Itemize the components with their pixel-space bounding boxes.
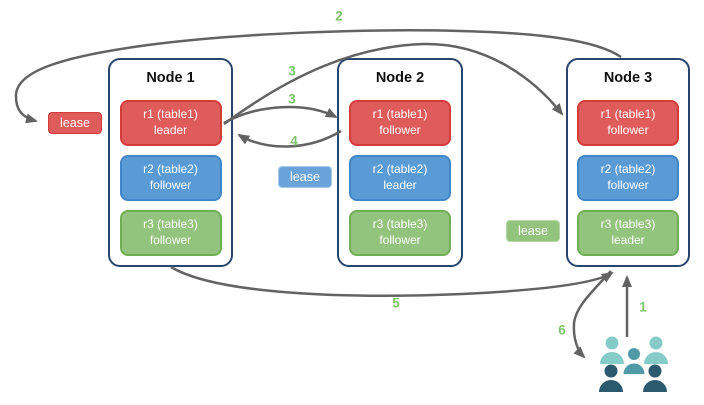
replica-name: r3 (table3) bbox=[372, 217, 428, 232]
replica-role: follower bbox=[149, 178, 192, 192]
lease-badge-table2: lease bbox=[278, 166, 332, 188]
node2-replica-r2-table2: r2 (table2) leader bbox=[349, 155, 451, 201]
replica-name: r2 (table2) bbox=[372, 162, 428, 177]
step-label-4: 4 bbox=[290, 133, 298, 149]
replica-role: leader bbox=[153, 123, 188, 137]
step-label-5: 5 bbox=[392, 295, 400, 311]
replica-name: r3 (table3) bbox=[143, 217, 198, 232]
replica-name: r2 (table2) bbox=[143, 162, 198, 177]
node3-replica-r3-table3: r3 (table3) leader bbox=[577, 210, 679, 256]
node1-replica-r2-table2: r2 (table2) follower bbox=[119, 155, 222, 201]
node1-replica-r3-table3: r3 (table3) follower bbox=[119, 210, 222, 256]
node3-replica-r2-table2: r2 (table2) follower bbox=[577, 155, 679, 201]
step-label-1: 1 bbox=[639, 299, 647, 315]
replica-name: r3 (table3) bbox=[600, 217, 656, 232]
lease-badge-table3: lease bbox=[506, 220, 560, 242]
replica-role: leader bbox=[383, 178, 417, 192]
replica-role: follower bbox=[149, 233, 192, 247]
step-label-3a: 3 bbox=[288, 63, 296, 79]
replica-role: follower bbox=[379, 123, 421, 137]
node2-replica-r3-table3: r3 (table3) follower bbox=[349, 210, 451, 256]
replica-role: follower bbox=[607, 178, 649, 192]
replica-name: r2 (table2) bbox=[600, 162, 656, 177]
step-label-3b: 3 bbox=[288, 91, 296, 107]
step-label-2: 2 bbox=[335, 8, 343, 24]
replica-role: follower bbox=[379, 233, 421, 247]
step-label-6: 6 bbox=[558, 322, 566, 338]
replica-role: leader bbox=[611, 233, 645, 247]
replica-role: follower bbox=[607, 123, 649, 137]
